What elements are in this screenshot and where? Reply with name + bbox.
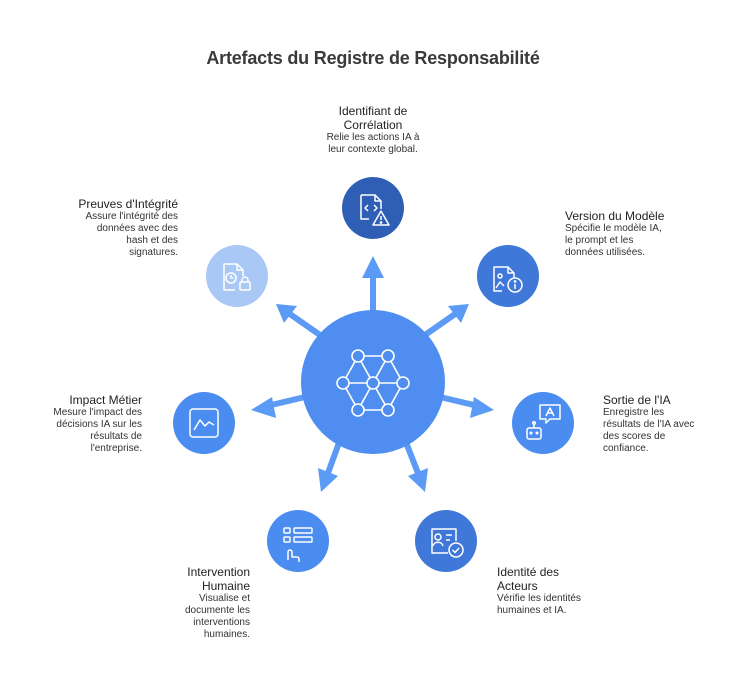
node-description: Spécifie le modèle IA, [565,223,662,234]
robot-chat-icon [526,404,561,440]
node-title: Corrélation [343,118,403,132]
node-actors [415,510,477,572]
node-description: des scores de [603,431,666,442]
node-description: Mesure l'impact des [53,407,142,418]
node-label-correlation: Identifiant de Corrélation Relie les act… [305,104,441,156]
document-lock-icon [223,263,251,291]
touch-list-icon [283,527,313,562]
node-description: Enregistre les [603,407,665,418]
node-description: signatures. [129,247,178,258]
node-label-integrity: Preuves d'Intégrité Assure l'intégrité d… [50,197,178,259]
line-chart-icon [189,408,219,438]
image-info-icon [493,266,523,293]
node-description: résultats de [90,431,142,442]
node-description: données avec des [96,223,178,234]
arrows [251,256,494,492]
node-description: documente les [184,605,250,616]
id-card-check-icon [431,528,464,558]
node-description: Visualise et [199,593,250,604]
node-label-human: Intervention Humaine Visualise et docume… [150,565,250,641]
diagram-title: Artefacts du Registre de Responsabilité [206,48,540,68]
node-title: Acteurs [497,579,538,593]
code-warning-icon [360,194,390,226]
node-description: données utilisées. [565,247,646,258]
node-title: Humaine [201,579,250,593]
node-description: décisions IA sur les [56,419,142,430]
node-description: humaines. [203,629,250,640]
node-description: Assure l'intégrité des [85,211,178,222]
arrow-output [439,394,494,418]
node-title: Identité des [497,565,560,579]
node-description: Vérifie les identités [497,593,581,604]
center-hub [301,310,445,454]
node-label-model: Version du Modèle Spécifie le modèle IA,… [565,209,705,259]
node-description: résultats de l'IA avec [603,419,695,430]
node-title: Preuves d'Intégrité [78,197,178,211]
node-title: Identifiant de [338,104,408,118]
node-description: humaines et IA. [497,605,567,616]
arrow-human [318,438,343,492]
node-title: Impact Métier [69,393,142,407]
arrow-impact [251,394,306,418]
node-correlation [342,177,404,239]
node-description: hash et des [126,235,178,246]
neural-network-icon [336,349,410,417]
node-description: leur contexte global. [328,144,418,155]
node-label-impact: Impact Métier Mesure l'impact des décisi… [22,393,142,455]
node-title: Intervention [187,565,250,579]
node-label-output: Sortie de l'IA Enregistre les résultats … [603,393,733,455]
node-description: interventions [193,617,250,628]
node-title: Version du Modèle [565,209,665,223]
node-impact [173,392,235,454]
node-label-actors: Identité des Acteurs Vérifie les identit… [497,565,637,617]
node-title: Sortie de l'IA [603,393,671,407]
node-description: le prompt et les [565,235,634,246]
node-model [477,245,539,307]
node-description: confiance. [603,443,649,454]
arrow-actors [402,438,428,492]
node-human [267,510,329,572]
node-description: Relie les actions IA à [326,132,420,143]
arrow-integrity [276,304,322,338]
arrow-model [423,304,469,338]
node-output [512,392,574,454]
node-integrity [206,245,268,307]
node-description: l'entreprise. [90,443,142,454]
